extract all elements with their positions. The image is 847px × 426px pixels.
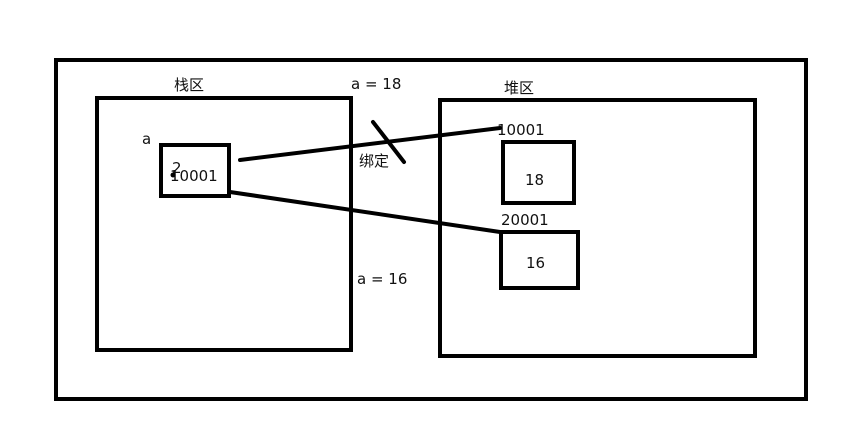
stack-region-title: 栈区 — [174, 76, 204, 94]
heap-block-value-1: 18 — [525, 171, 544, 189]
heap-block-1 — [501, 140, 576, 205]
assign-first-label: a = 18 — [351, 75, 401, 93]
heap-block-address-1: 10001 — [497, 121, 545, 139]
heap-block-value-2: 16 — [526, 254, 545, 272]
stack-region — [95, 96, 353, 352]
stack-cell-value: 10001 — [170, 167, 218, 185]
stack-pointer-dot — [170, 172, 176, 178]
heap-block-address-2: 20001 — [501, 211, 549, 229]
binding-cut-mark — [371, 120, 406, 164]
stack-variable-cell — [159, 143, 231, 198]
heap-region-title: 堆区 — [504, 79, 534, 97]
assign-second-label: a = 16 — [357, 270, 407, 288]
outer-frame — [54, 58, 808, 401]
heap-block-2 — [499, 230, 580, 290]
binding-line-to-block-1 — [238, 126, 502, 162]
heap-region — [438, 98, 757, 358]
stack-overwrite-mark: 2 — [172, 159, 182, 177]
binding-label: 绑定 — [359, 152, 389, 170]
binding-line-to-block-2 — [228, 190, 502, 234]
stack-variable-name: a — [142, 130, 151, 148]
